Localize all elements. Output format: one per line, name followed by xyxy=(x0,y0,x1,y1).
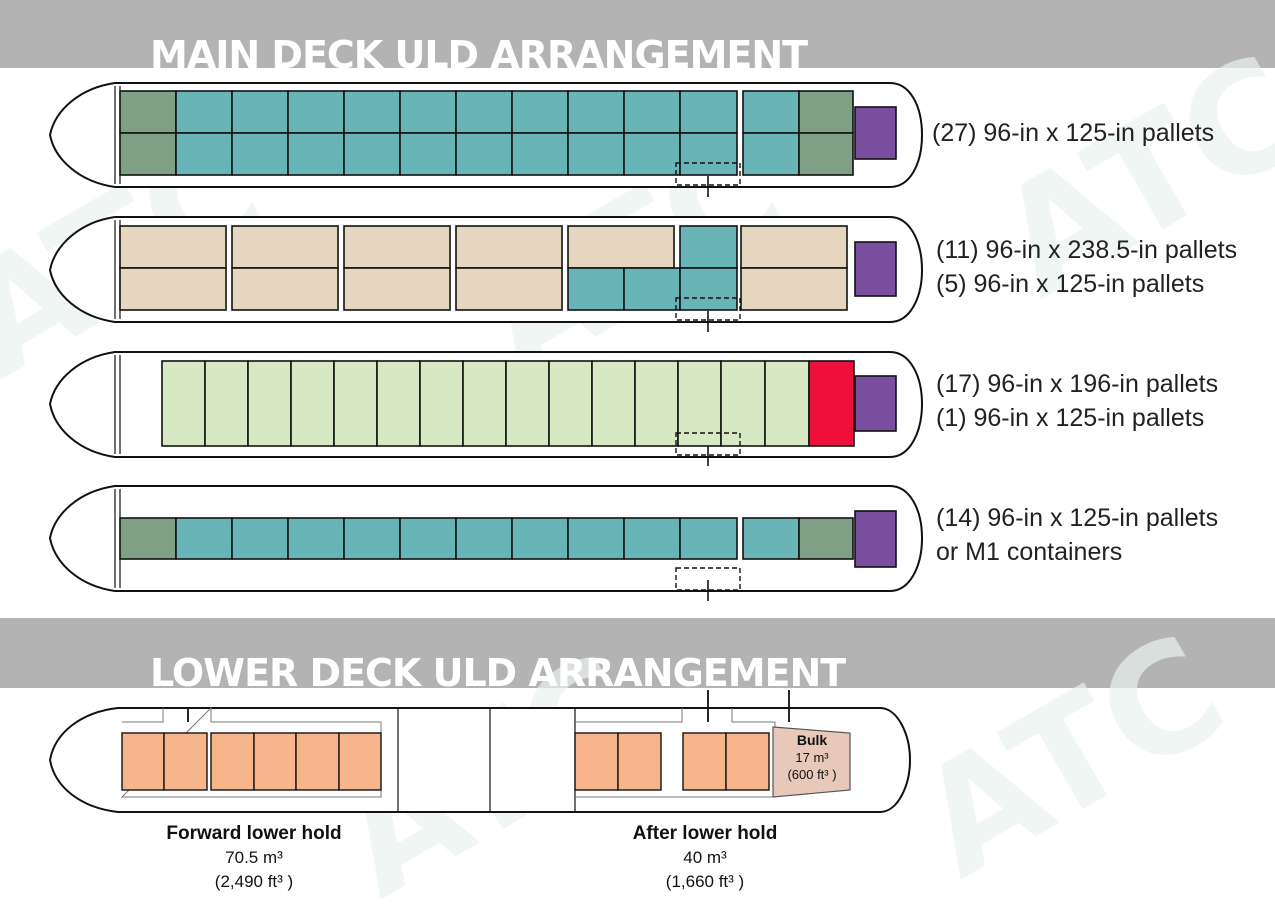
forward-hold-containers xyxy=(121,732,382,791)
bulk-label: Bulk 17 m³ (600 ft³ ) xyxy=(772,732,852,783)
lower-deck-heading: LOWER DECK ULD ARRANGEMENT xyxy=(150,651,846,695)
after-hold-volume-ft3: (1,660 ft³ ) xyxy=(665,872,745,891)
after-hold-name: After lower hold xyxy=(632,823,778,844)
forward-hold-volume-ft3: (2,490 ft³ ) xyxy=(214,872,294,891)
caption-line: (11) 96-in x 238.5-in pallets xyxy=(936,236,1238,264)
config-2-caption: (11) 96-in x 238.5-in pallets (5) 96-in … xyxy=(936,233,1237,301)
main-deck-config-4 xyxy=(48,485,924,601)
pallet-grid xyxy=(119,510,897,568)
bulk-volume-ft3: (600 ft³ ) xyxy=(787,767,837,782)
forward-hold-name: Forward lower hold xyxy=(166,823,342,844)
pallet-grid xyxy=(119,225,897,311)
door-marker xyxy=(675,567,741,601)
door-marker xyxy=(675,297,741,332)
lower-deck xyxy=(48,690,912,813)
after-hold-volume-m3: 40 m³ xyxy=(683,848,727,867)
config-3-caption: (17) 96-in x 196-in pallets (1) 96-in x … xyxy=(936,367,1218,435)
lower-deck-header-band xyxy=(0,618,1275,688)
main-deck-header-band xyxy=(0,0,1275,68)
bulk-area xyxy=(772,726,851,798)
config-4-caption: (14) 96-in x 125-in pallets or M1 contai… xyxy=(936,501,1218,569)
watermark-5: ATC xyxy=(891,602,1252,910)
main-deck-config-2 xyxy=(48,216,924,332)
caption-line: or M1 containers xyxy=(936,538,1123,566)
door-marker xyxy=(675,432,741,466)
bulk-name: Bulk xyxy=(796,732,828,748)
main-deck-heading: MAIN DECK ULD ARRANGEMENT xyxy=(150,33,808,77)
forward-hold-label: Forward lower hold 70.5 m³ (2,490 ft³ ) xyxy=(124,822,384,894)
pallet-grid xyxy=(119,90,897,176)
after-hold-containers xyxy=(574,732,770,791)
after-hold-outline xyxy=(575,708,776,798)
main-deck-config-1 xyxy=(48,82,924,197)
caption-line: (17) 96-in x 196-in pallets xyxy=(936,370,1219,398)
caption-line: (14) 96-in x 125-in pallets xyxy=(936,504,1219,532)
config-1-caption: (27) 96-in x 125-in pallets xyxy=(932,116,1214,150)
main-deck-config-3 xyxy=(48,351,924,466)
caption-line: (27) 96-in x 125-in pallets xyxy=(932,119,1215,147)
after-hold-label: After lower hold 40 m³ (1,660 ft³ ) xyxy=(575,822,835,894)
pallet-grid xyxy=(161,360,897,447)
forward-hold-volume-m3: 70.5 m³ xyxy=(225,848,283,867)
caption-line: (5) 96-in x 125-in pallets xyxy=(936,270,1205,298)
door-marker xyxy=(675,162,741,197)
bulk-volume-m3: 17 m³ xyxy=(795,750,829,765)
caption-line: (1) 96-in x 125-in pallets xyxy=(936,404,1205,432)
